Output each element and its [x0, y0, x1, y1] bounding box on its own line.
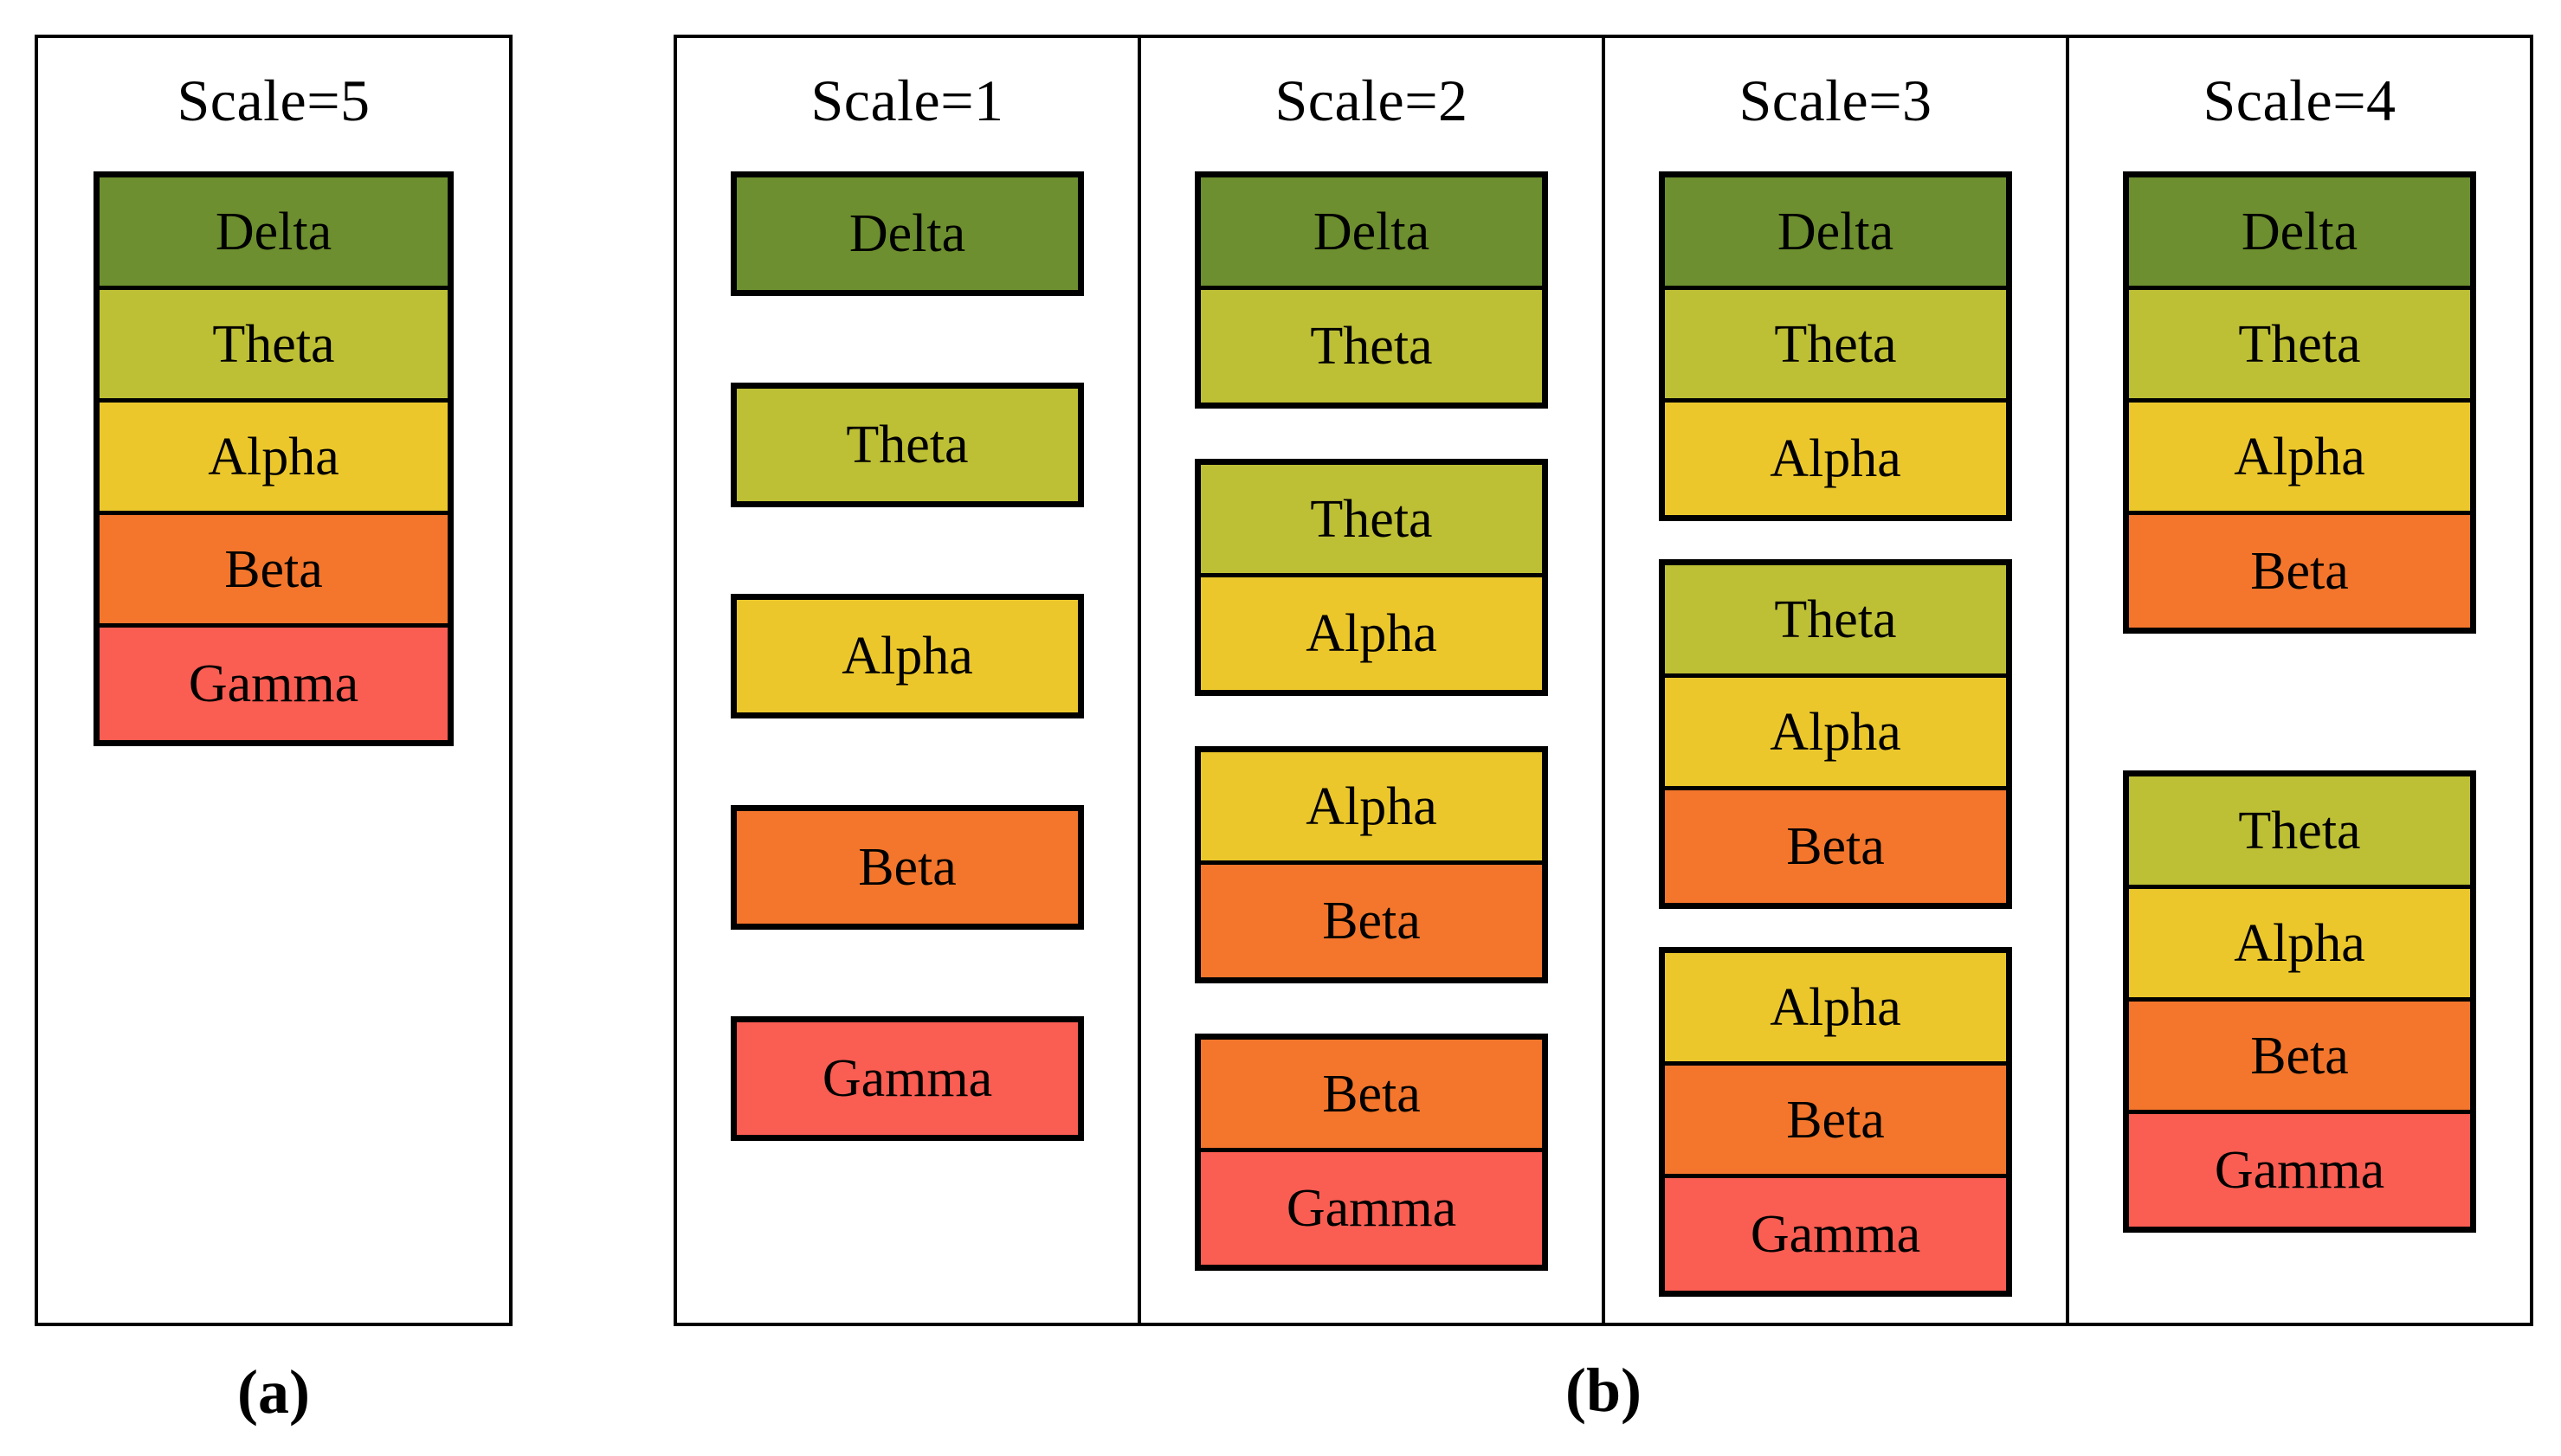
- frequency-band-delta: Delta: [1665, 177, 2006, 290]
- scale-column-title-2: Scale=2: [1274, 68, 1468, 133]
- band-group: Alpha: [731, 594, 1084, 718]
- frequency-band-theta: Theta: [1201, 465, 1542, 577]
- scale-column-title-5: Scale=5: [177, 68, 371, 133]
- frequency-band-beta: Beta: [2129, 1002, 2470, 1114]
- frequency-band-gamma: Gamma: [1201, 1152, 1542, 1265]
- frequency-band-alpha: Alpha: [1665, 678, 2006, 790]
- scale-column-title-4: Scale=4: [2203, 68, 2397, 133]
- frequency-band-beta: Beta: [100, 515, 448, 628]
- frequency-band-theta: Theta: [1201, 290, 1542, 403]
- frequency-band-theta: Theta: [100, 290, 448, 403]
- band-group: Beta: [731, 805, 1084, 930]
- frequency-band-alpha: Alpha: [1201, 577, 1542, 690]
- frequency-band-alpha: Alpha: [2129, 403, 2470, 515]
- subfigure-caption-b: (b): [1565, 1356, 1642, 1425]
- subfigure-caption-a: (a): [237, 1357, 310, 1427]
- frequency-band-gamma: Gamma: [2129, 1114, 2470, 1227]
- frequency-band-theta: Theta: [737, 389, 1078, 501]
- frequency-band-delta: Delta: [1201, 177, 1542, 290]
- frequency-band-delta: Delta: [2129, 177, 2470, 290]
- frequency-band-alpha: Alpha: [737, 600, 1078, 712]
- frequency-band-gamma: Gamma: [737, 1022, 1078, 1135]
- band-group: Delta: [731, 171, 1084, 296]
- frequency-band-alpha: Alpha: [1665, 403, 2006, 515]
- frequency-band-beta: Beta: [1665, 790, 2006, 903]
- scale-column-title-3: Scale=3: [1739, 68, 1932, 133]
- frequency-band-beta: Beta: [1665, 1066, 2006, 1178]
- frequency-band-beta: Beta: [1201, 1040, 1542, 1152]
- frequency-band-delta: Delta: [100, 177, 448, 290]
- frequency-band-alpha: Alpha: [2129, 889, 2470, 1002]
- frequency-band-alpha: Alpha: [1201, 752, 1542, 865]
- frequency-band-theta: Theta: [1665, 565, 2006, 678]
- frequency-band-delta: Delta: [737, 177, 1078, 290]
- band-group: Theta: [731, 383, 1084, 507]
- frequency-band-beta: Beta: [2129, 515, 2470, 628]
- frequency-band-gamma: Gamma: [100, 628, 448, 740]
- frequency-band-beta: Beta: [1201, 865, 1542, 977]
- frequency-band-theta: Theta: [2129, 776, 2470, 889]
- frequency-band-gamma: Gamma: [1665, 1178, 2006, 1291]
- frequency-band-beta: Beta: [737, 811, 1078, 924]
- scale-column-title-1: Scale=1: [810, 68, 1004, 133]
- frequency-band-theta: Theta: [1665, 290, 2006, 403]
- frequency-band-alpha: Alpha: [1665, 953, 2006, 1066]
- frequency-band-theta: Theta: [2129, 290, 2470, 403]
- band-group: Gamma: [731, 1016, 1084, 1141]
- frequency-band-alpha: Alpha: [100, 403, 448, 515]
